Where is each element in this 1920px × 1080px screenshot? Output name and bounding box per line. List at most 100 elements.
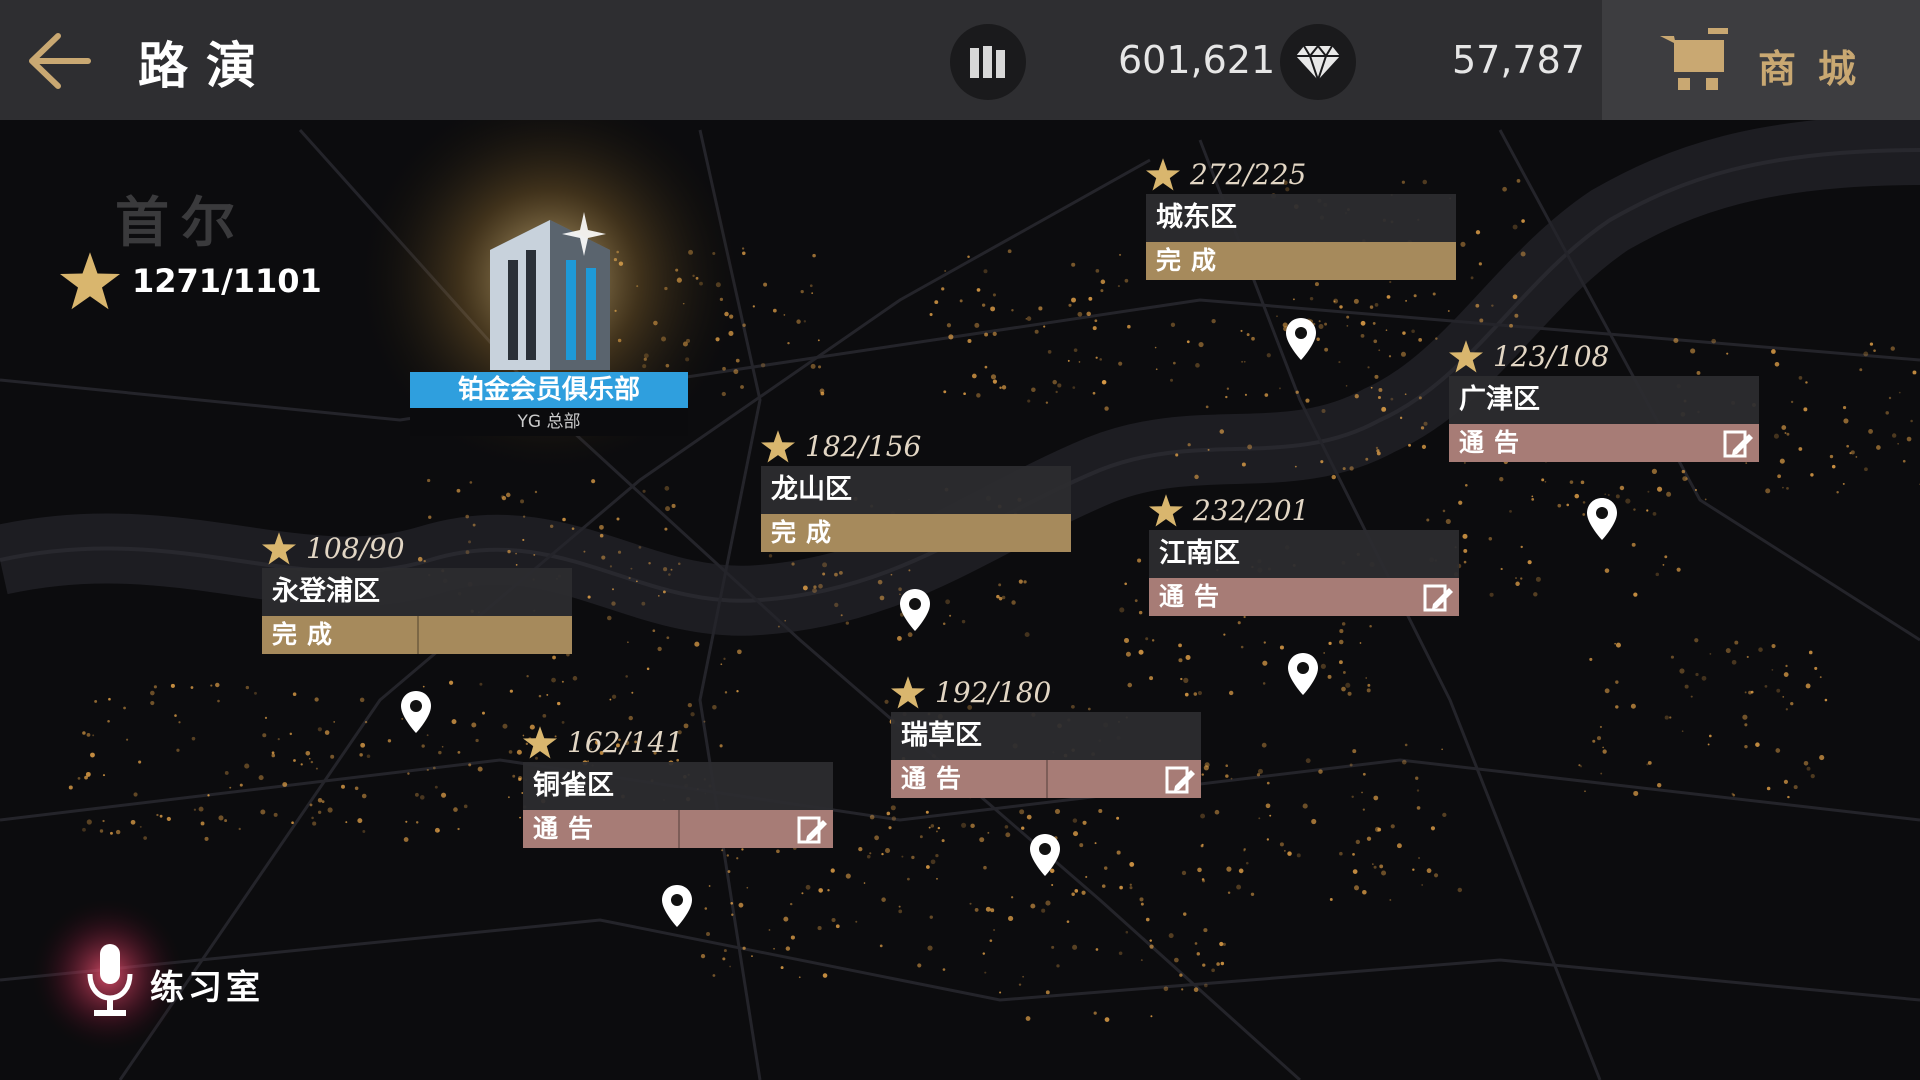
city-light: [1276, 315, 1278, 318]
district-dongjak[interactable]: 162/141 铜雀区 通告: [523, 722, 833, 848]
city-light: [1423, 421, 1428, 426]
district-stars: 123/108: [1449, 336, 1759, 376]
city-light: [1646, 763, 1649, 766]
city-light: [1709, 653, 1712, 655]
city-light: [1116, 850, 1121, 855]
city-light: [1787, 795, 1790, 799]
district-gwangjin[interactable]: 123/108 广津区 通告: [1449, 336, 1759, 462]
map-pin-icon[interactable]: [1585, 496, 1619, 542]
city-light: [1367, 366, 1370, 369]
city-light: [1814, 666, 1818, 670]
city-light: [1359, 642, 1362, 644]
city-light: [1203, 928, 1208, 933]
city-light: [1531, 497, 1535, 501]
city-light: [898, 909, 903, 914]
city-light: [321, 800, 325, 804]
yg-headquarters[interactable]: 铂金会员俱乐部 YG 总部: [410, 160, 690, 450]
city-light: [1580, 480, 1585, 485]
city-light: [898, 905, 901, 908]
city-light: [1055, 390, 1058, 394]
city-light: [174, 714, 177, 717]
district-yeongdeungpo[interactable]: 108/90 永登浦区 完成: [262, 528, 572, 654]
city-light: [798, 976, 801, 979]
city-light: [84, 775, 88, 780]
district-yongsan[interactable]: 182/156 龙山区 完成: [761, 426, 1071, 552]
city-light: [1604, 493, 1607, 496]
city-light: [1599, 725, 1603, 729]
district-status: 通告: [523, 810, 833, 848]
city-light: [944, 269, 947, 272]
inventory-button[interactable]: [950, 24, 1026, 100]
city-light: [1119, 607, 1125, 613]
city-light: [1238, 868, 1244, 874]
edit-icon[interactable]: [1421, 582, 1455, 614]
city-light: [549, 524, 554, 528]
city-light: [1375, 446, 1379, 450]
city-light: [990, 908, 995, 913]
city-light: [1346, 325, 1349, 327]
city-light: [727, 870, 731, 873]
city-light: [1607, 493, 1610, 496]
city-light: [438, 750, 442, 755]
city-light: [1149, 939, 1152, 942]
back-button[interactable]: [22, 28, 94, 94]
city-light: [1401, 759, 1407, 765]
city-light: [1374, 374, 1379, 379]
city-light: [845, 873, 851, 879]
map-pin-icon[interactable]: [1286, 651, 1320, 697]
city-light: [1366, 836, 1372, 841]
city-light: [1200, 813, 1206, 819]
map-pin-icon[interactable]: [660, 883, 694, 929]
city-light: [1228, 690, 1234, 696]
city-light: [1726, 352, 1729, 355]
district-gangnam[interactable]: 232/201 江南区 通告: [1149, 490, 1459, 616]
practice-room-button[interactable]: 练习室: [60, 930, 300, 1040]
map-pin-icon[interactable]: [898, 587, 932, 633]
city-light: [441, 745, 444, 748]
city-light: [1282, 322, 1288, 328]
city-light: [599, 524, 604, 530]
city-light: [1246, 333, 1250, 337]
city-light: [1054, 808, 1061, 815]
city-light: [631, 691, 634, 694]
city-light: [520, 499, 525, 504]
city-light: [1295, 390, 1299, 394]
city-light: [1416, 806, 1421, 810]
city-light: [1420, 426, 1425, 430]
district-seongdong[interactable]: 272/225 城东区 完成: [1146, 154, 1456, 280]
city-light: [1876, 445, 1881, 450]
city-light: [1695, 672, 1699, 677]
map-pin-icon[interactable]: [1028, 832, 1062, 878]
city-light: [653, 751, 657, 755]
map-pin-icon[interactable]: [1284, 316, 1318, 362]
city-light: [264, 716, 268, 719]
city-light: [405, 820, 408, 823]
city-light: [1041, 908, 1046, 913]
city-light: [772, 308, 777, 313]
edit-icon[interactable]: [1163, 764, 1197, 796]
edit-icon[interactable]: [1721, 428, 1755, 460]
map-pin-icon[interactable]: [399, 689, 433, 735]
city-light: [317, 727, 322, 732]
district-status-label: 完成: [272, 620, 343, 649]
district-seocho[interactable]: 192/180 瑞草区 通告: [891, 672, 1201, 798]
city-light: [77, 777, 81, 780]
city-light: [1243, 615, 1246, 619]
city-light: [1864, 467, 1868, 472]
city-light: [783, 314, 786, 316]
city-light: [1138, 610, 1143, 615]
city-light: [1138, 649, 1144, 655]
shop-button[interactable]: 商城: [1602, 0, 1920, 120]
city-light: [1355, 839, 1361, 845]
city-light: [1478, 262, 1482, 266]
city-light: [819, 388, 825, 394]
edit-icon[interactable]: [795, 814, 829, 846]
city-light: [1910, 419, 1913, 423]
gem-button[interactable]: [1280, 24, 1356, 100]
city-light: [1024, 632, 1030, 638]
city-light: [967, 255, 970, 258]
city-light: [1351, 795, 1354, 798]
city-light: [1805, 683, 1811, 689]
city-light: [1119, 885, 1123, 890]
city-light: [1353, 885, 1360, 891]
